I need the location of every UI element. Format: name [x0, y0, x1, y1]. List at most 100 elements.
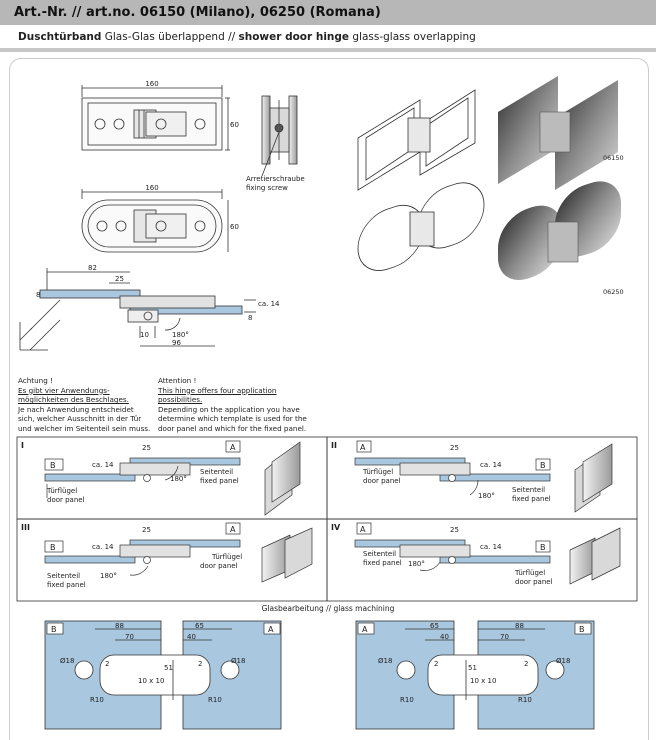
case-boxes — [16, 436, 638, 602]
case-2-dim25: 25 — [450, 444, 459, 452]
note-de-line: sich, welcher Ausschnitt in der Tür — [18, 414, 142, 424]
glass-left-10x10: 10 x 10 — [138, 677, 164, 685]
case-3-dim25: 25 — [142, 526, 151, 534]
case-1-drawing — [44, 440, 301, 516]
case-3-left: B — [50, 543, 56, 552]
case-2-num: II — [331, 441, 337, 450]
glass-right-r10b: R10 — [518, 696, 532, 704]
case-4-lbl1: Seitenteil — [363, 550, 396, 558]
dim-82: 82 — [88, 264, 97, 272]
glass-right-88: 88 — [515, 622, 524, 630]
subtitle-de: Duschtürband — [18, 31, 102, 43]
case-4-num: IV — [331, 523, 341, 532]
glass-left-A: A — [268, 625, 274, 634]
case-2-ca14: ca. 14 — [480, 461, 502, 469]
case-4-right: B — [540, 543, 546, 552]
case-3-right: A — [230, 525, 236, 534]
header-bar: Art.-Nr. // art.no. 06150 (Milano), 0625… — [0, 0, 656, 25]
glass-left-B-box — [46, 622, 64, 635]
section-drawing — [19, 268, 256, 351]
model-label-06250: 06250 — [603, 288, 624, 296]
glass-left-40: 40 — [187, 633, 196, 641]
case-1-right: A — [230, 443, 236, 452]
case-2-right: B — [540, 461, 546, 470]
note-en-line: determine which template is used for the — [158, 414, 307, 424]
case-1-lbl2: Türflügel — [46, 487, 77, 495]
screw-label-en: fixing screw — [246, 184, 288, 192]
case-4-ca14: ca. 14 — [480, 543, 502, 551]
case-1-lbl1: Seitenteil — [200, 468, 233, 476]
note-de-line: Achtung ! — [18, 376, 53, 385]
product-render-romana-photo — [498, 181, 621, 280]
glass-right-10x10: 10 x 10 — [470, 677, 496, 685]
dim-60-a: 60 — [230, 121, 239, 129]
page-subtitle: Duschtürband Glas-Glas überlappend // sh… — [18, 31, 476, 43]
screw-label-de: Arretierschraube — [246, 175, 305, 183]
glass-right-d18a: Ø18 — [378, 657, 392, 665]
glass-left-51: 51 — [164, 664, 173, 672]
dim-10: 10 — [140, 331, 149, 339]
case-4-left: A — [360, 525, 366, 534]
glass-template-right — [355, 620, 595, 730]
glass-right-A: A — [362, 625, 368, 634]
case-4-angle: 180° — [408, 560, 425, 568]
divider — [0, 48, 656, 52]
case-4-lbl2: Türflügel — [514, 569, 545, 577]
glass-right-2b: 2 — [524, 660, 528, 668]
case-1-ca14: ca. 14 — [92, 461, 114, 469]
dim-96: 96 — [172, 339, 181, 347]
note-en-line: possibilities. — [158, 395, 203, 405]
case-3-num: III — [21, 523, 30, 532]
case-1-lbl1b: fixed panel — [200, 477, 239, 485]
product-render-milano-photo — [498, 76, 618, 190]
glass-left-r10a: R10 — [90, 696, 104, 704]
note-de: Achtung ! Es gibt vier Anwendungs- mögli… — [18, 376, 153, 434]
page-title: Art.-Nr. // art.no. 06150 (Milano), 0625… — [14, 5, 381, 20]
note-en-line: door panel and which for the fixed panel… — [158, 423, 307, 433]
note-de-line: Es gibt vier Anwendungs- — [18, 385, 110, 395]
glass-right-70: 70 — [500, 633, 509, 641]
note-de-line: und welcher im Seitenteil sein muss. — [18, 423, 151, 433]
subtitle-en: shower door hinge — [238, 31, 350, 43]
case-1-dim25: 25 — [142, 444, 151, 452]
case-2-lbl1: Türflügel — [362, 468, 393, 476]
glass-template-left — [44, 620, 282, 730]
subtitle-en-rest: glass-glass overlapping — [349, 31, 476, 43]
case-4-lbl1b: fixed panel — [363, 559, 402, 567]
case-2-drawing — [354, 440, 613, 513]
note-de-line: Je nach Anwendung entscheidet — [18, 404, 134, 414]
glass-left-65: 65 — [195, 622, 204, 630]
case-4-dim25: 25 — [450, 526, 459, 534]
case-2-lbl1b: door panel — [363, 477, 401, 485]
dim-8-b: 8 — [248, 314, 252, 322]
glass-left-d18b: Ø18 — [231, 657, 245, 665]
note-en: Attention ! This hinge offers four appli… — [158, 376, 318, 434]
dim-160-a: 160 — [145, 80, 158, 88]
case-3-angle: 180° — [100, 572, 117, 580]
glass-left-B: B — [51, 625, 57, 634]
note-en-line: Depending on the application you have — [158, 404, 300, 414]
subtitle-de-rest: Glas-Glas überlappend // — [101, 31, 239, 43]
case-1-num: I — [21, 441, 24, 450]
case-2-lbl2b: fixed panel — [512, 495, 551, 503]
case-3-drawing — [44, 522, 313, 583]
case-3-lbl1: Türflügel — [211, 553, 242, 561]
dim-25: 25 — [115, 275, 124, 283]
case-3-lbl2b: fixed panel — [47, 581, 86, 589]
glass-right-40: 40 — [440, 633, 449, 641]
glass-left-d18a: Ø18 — [60, 657, 74, 665]
dim-ca14-a: ca. 14 — [258, 300, 280, 308]
glass-right-2a: 2 — [434, 660, 438, 668]
case-1-left: B — [50, 461, 56, 470]
dim-160-b: 160 — [145, 184, 158, 192]
glass-machining-title: Glasbearbeitung // glass machining — [261, 604, 395, 613]
case-3-lbl1b: door panel — [200, 562, 238, 570]
glass-left-70: 70 — [125, 633, 134, 641]
glass-right-B: B — [579, 625, 585, 634]
glass-left-2b: 2 — [198, 660, 202, 668]
product-render-romana-outline — [357, 182, 485, 271]
glass-right-65: 65 — [430, 622, 439, 630]
top-view-milano — [81, 85, 230, 151]
note-de-line: möglichkeiten des Beschlages. — [18, 395, 129, 405]
side-view — [261, 95, 298, 177]
